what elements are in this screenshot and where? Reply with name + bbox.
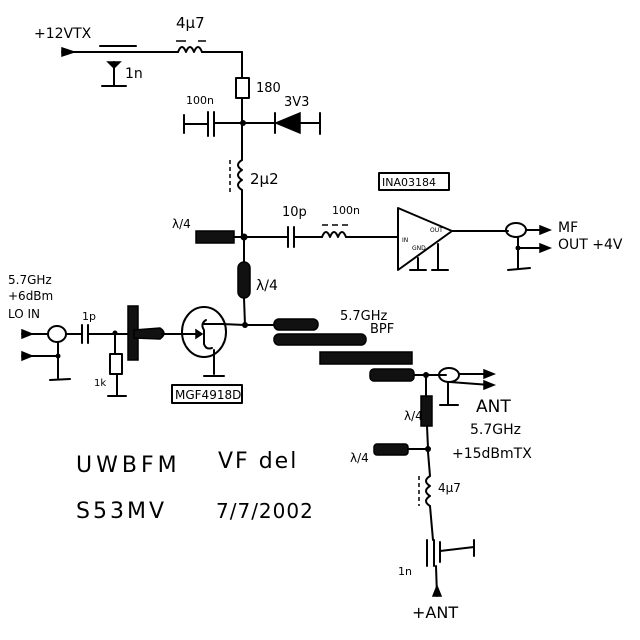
antenna-choke-label: 4μ7 (438, 481, 461, 495)
decoupling-capacitor-100n (183, 111, 243, 137)
coupling-cap-label: 10p (282, 205, 307, 220)
feedthrough-capacitor-1n (99, 45, 137, 87)
if-choke-label: 100n (332, 204, 360, 217)
choke-2u2 (229, 159, 243, 238)
antenna-power-label: +15dBmTX (452, 446, 532, 462)
coupling-capacitor-10p (243, 226, 323, 248)
bpf-resonator-1 (273, 318, 319, 331)
amplifier-part-label: INA03184 (382, 176, 436, 189)
input-arrow-icon (61, 46, 77, 58)
bandpass-filter (244, 318, 447, 382)
drain-quarter-wave-line (237, 261, 251, 299)
antenna-feedthrough-capacitor (426, 539, 475, 597)
title-subtitle: VF del (218, 449, 298, 474)
supply-input-wire (61, 46, 179, 58)
supply-input-label: +12VTX (34, 26, 92, 42)
antenna-line-label: λ/4 (404, 409, 423, 423)
lo-level-label: +6dBm (8, 289, 53, 303)
feedthrough-cap-label: 1n (125, 66, 143, 82)
antenna-cap-label: 1n (398, 565, 412, 578)
bpf-label-1: 5.7GHz (340, 309, 388, 324)
amp-pin-in: IN (402, 237, 408, 244)
stub-label: λ/4 (172, 217, 191, 231)
if-output-label-2: OUT +4V (558, 237, 623, 253)
lo-freq-label: 5.7GHz (8, 273, 52, 287)
antenna-label: ANT (476, 397, 511, 417)
choke-4u7 (176, 40, 243, 79)
title-author: S53MV (76, 499, 167, 524)
if-amplifier (397, 207, 509, 271)
lo-capacitor-1p (65, 324, 131, 344)
hemt-transistor (179, 306, 246, 377)
lo-input-label: LO IN (8, 307, 40, 321)
antenna-freq-label: 5.7GHz (470, 422, 521, 438)
if-output-connector (505, 222, 553, 271)
amp-pin-gnd: GND (412, 245, 426, 252)
title-project: UWBFM (76, 453, 181, 478)
antenna-quarter-wave-stub (373, 443, 409, 456)
transistor-part-label: MGF4918D (175, 388, 241, 402)
antenna-choke-4u7 (418, 451, 434, 541)
resistor-180-label: 180 (256, 81, 281, 96)
amp-pin-out: OUT (430, 227, 443, 234)
choke-2u2-label: 2μ2 (250, 170, 279, 188)
quarter-wave-stub (195, 230, 235, 244)
title-date: 7/7/2002 (216, 499, 314, 523)
if-output-label-1: MF (558, 220, 578, 236)
bpf-label-2: BPF (370, 322, 394, 337)
lo-input-connector (21, 325, 71, 381)
choke-4u7-label: 4μ7 (176, 14, 205, 32)
gate-line (133, 327, 165, 340)
bpf-resonator-3 (319, 351, 413, 365)
drain-line-label: λ/4 (256, 278, 278, 294)
antenna-connector (438, 367, 497, 406)
bpf-resonator-2 (273, 333, 367, 346)
decoupling-cap-label: 100n (186, 94, 214, 107)
lo-resistor-1k (107, 332, 127, 397)
zener-diode-3v3 (242, 111, 321, 135)
transistor-part-box (171, 384, 243, 404)
if-choke-100n (321, 224, 399, 238)
lo-cap-label: 1p (82, 310, 96, 323)
amplifier-part-box (378, 172, 450, 191)
bpf-resonator-4 (369, 368, 415, 382)
zener-label: 3V3 (284, 95, 309, 110)
antenna-supply-label: +ANT (412, 603, 458, 622)
lo-resistor-label: 1k (94, 378, 106, 389)
resistor-180 (235, 77, 250, 99)
antenna-stub-label: λ/4 (350, 451, 369, 465)
